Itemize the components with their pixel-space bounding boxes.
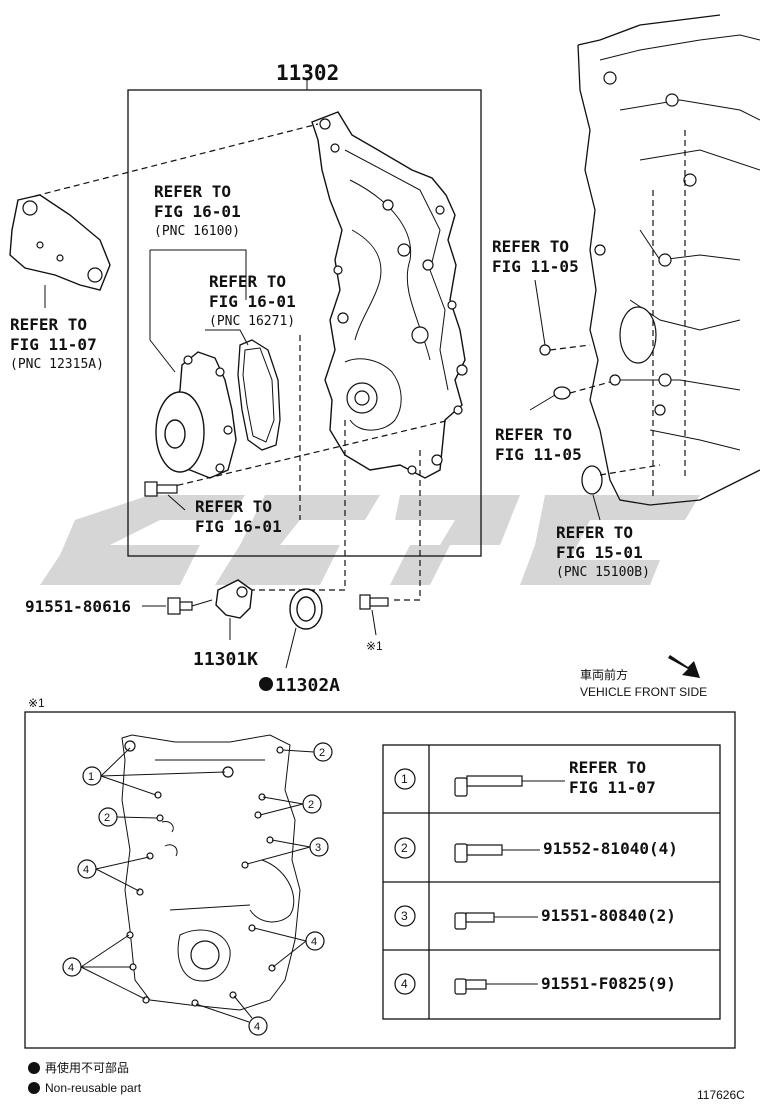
block-lower-ref-line2: FIG 11-05 [495, 445, 582, 464]
oring-ref-pnc: (PNC 15100B) [556, 565, 650, 580]
svg-text:2: 2 [104, 812, 110, 824]
sensor-label: 11301K [193, 649, 258, 670]
table-row1-line2: FIG 11-07 [569, 778, 656, 797]
detail-callouts: 1 2 2 2 3 4 4 4 4 [62, 742, 333, 1036]
pump-bolt [144, 481, 186, 511]
svg-text:4: 4 [83, 864, 89, 876]
oil-pump-oring [581, 465, 603, 495]
bracket-ref-pnc: (PNC 12315A) [10, 357, 104, 372]
svg-text:2: 2 [319, 747, 325, 759]
bolt-table: 1 2 3 4 REFER TO FIG 11-07 915 [382, 744, 721, 1020]
cover-part-number: 11302 [276, 61, 339, 85]
gasket-ref-pnc: (PNC 16271) [209, 314, 295, 329]
direction-jp: 車両前方 [580, 667, 628, 682]
direction-en: VEHICLE FRONT SIDE [580, 685, 707, 699]
pump-ref-line2: FIG 16-01 [154, 202, 241, 221]
block-upper-ref-line1: REFER TO [492, 237, 569, 256]
svg-text:1: 1 [401, 772, 408, 786]
detail-frame [24, 711, 736, 1049]
legend-jp: 再使用不可部品 [45, 1060, 129, 1075]
bolt-91551-80616-label: 91551-80616 [25, 597, 131, 616]
block-dowel [539, 344, 551, 356]
table-row2-text: 91552-81040(4) [543, 839, 678, 858]
svg-text:2: 2 [401, 841, 408, 855]
pump-ref-line1: REFER TO [154, 182, 231, 201]
bolt-3-icon [454, 912, 538, 930]
gasket-ref-line2: FIG 16-01 [209, 292, 296, 311]
table-row1-line1: REFER TO [569, 758, 646, 777]
cover-bolt [359, 594, 389, 636]
seal-label: 11302A [275, 675, 340, 696]
bracket-ref-line1: REFER TO [10, 315, 87, 334]
bolt-91551-80616 [167, 597, 213, 615]
svg-text:3: 3 [315, 842, 321, 854]
gasket-ref-line1: REFER TO [209, 272, 286, 291]
legend-en: Non-reusable part [45, 1081, 142, 1095]
engine-bracket [9, 194, 111, 308]
oil-seal [285, 588, 323, 669]
timing-chain-cover [311, 111, 468, 479]
non-reusable-marker [259, 677, 273, 691]
block-upper-ref-line2: FIG 11-05 [492, 257, 579, 276]
block-oring [553, 386, 571, 400]
pump-bolt-ref-line2: FIG 16-01 [195, 517, 282, 536]
svg-text:4: 4 [68, 962, 74, 974]
vehicle-front-arrow [668, 655, 700, 678]
svg-text:4: 4 [311, 936, 317, 948]
detail-mark: ※1 [28, 696, 45, 710]
table-row3-text: 91551-80840(2) [541, 906, 676, 925]
cover-group-frame [127, 89, 482, 557]
block-lower-ref-line1: REFER TO [495, 425, 572, 444]
bolt-1-icon [454, 775, 565, 797]
bolt-4-icon [454, 978, 538, 995]
table-row4-text: 91551-F0825(9) [541, 974, 676, 993]
water-pump [155, 351, 237, 479]
svg-text:2: 2 [308, 799, 314, 811]
crank-position-sensor [215, 579, 253, 640]
svg-text:4: 4 [401, 977, 408, 991]
legend-dot-jp [28, 1062, 40, 1074]
svg-text:1: 1 [88, 771, 94, 783]
svg-text:4: 4 [254, 1021, 260, 1033]
detail-cover-outline [121, 734, 301, 1011]
pump-ref-pnc: (PNC 16100) [154, 224, 240, 239]
bolt-2-icon [454, 843, 540, 863]
note-mark-bolt: ※1 [366, 639, 383, 653]
legend-dot-en [28, 1082, 40, 1094]
engine-block [577, 14, 760, 506]
pump-bolt-ref-line1: REFER TO [195, 497, 272, 516]
oring-ref-line1: REFER TO [556, 523, 633, 542]
svg-text:3: 3 [401, 909, 408, 923]
figure-id: 117626C [697, 1088, 745, 1102]
oring-ref-line2: FIG 15-01 [556, 543, 643, 562]
watermark-logo [40, 495, 700, 585]
bracket-ref-line2: FIG 11-07 [10, 335, 97, 354]
water-pump-gasket [237, 339, 281, 451]
